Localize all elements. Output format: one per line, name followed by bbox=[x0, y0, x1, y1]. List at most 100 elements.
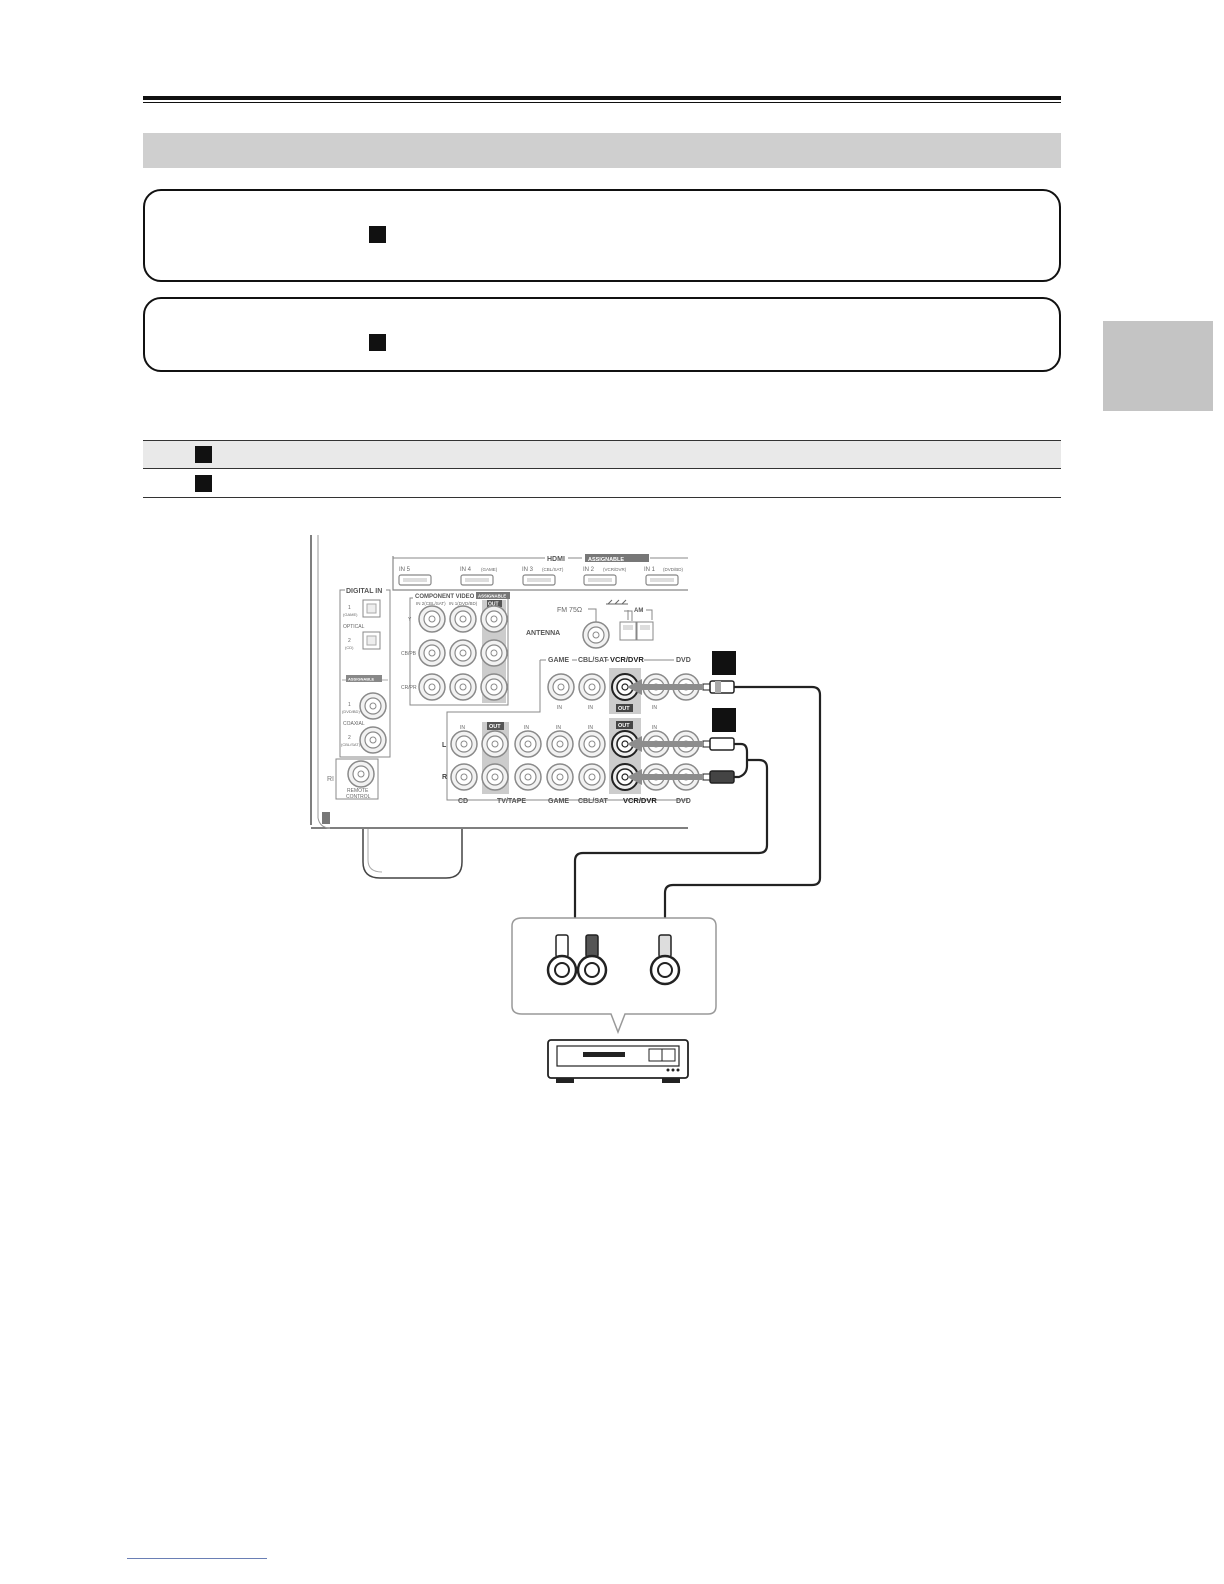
note-box-a bbox=[143, 189, 1061, 282]
hdmi-in1-sub: (DVD/BD) bbox=[663, 567, 684, 572]
component-in2-label: IN 2(CBL/SAT) bbox=[416, 601, 446, 606]
footer-link[interactable] bbox=[127, 1558, 267, 1559]
audio-cblsat-in-label: IN bbox=[588, 725, 593, 731]
video-game-label: GAME bbox=[548, 657, 569, 664]
component-out-cr-jack bbox=[480, 673, 508, 701]
ri-label: RI bbox=[327, 776, 334, 783]
hdmi-in4-label: IN 4 bbox=[460, 567, 472, 573]
component-cb-label: CB/PB bbox=[401, 651, 417, 657]
hdmi-in2-label: IN 2 bbox=[583, 567, 595, 573]
audio-game-in-label: IN bbox=[556, 725, 561, 731]
hdmi-in1-label: IN 1 bbox=[644, 567, 656, 573]
receiver-rear-panel: HDMI ASSIGNABLE IN 5 IN 4 (GAME) IN 3 (C… bbox=[310, 535, 700, 879]
optical-2-sub: (CD) bbox=[345, 645, 354, 650]
audio-game-r-jack bbox=[546, 763, 574, 791]
component-in2-y-jack bbox=[418, 605, 446, 633]
header-rule-thin bbox=[143, 102, 1061, 103]
component-cr-label: CR/PR bbox=[401, 685, 417, 691]
video-cblsat-label: CBL/SAT bbox=[578, 657, 609, 664]
coaxial-label: COAXIAL bbox=[343, 721, 365, 727]
audio-vcrdvr-in-label: IN bbox=[652, 725, 657, 731]
hdmi-in3-label: IN 3 bbox=[522, 567, 534, 573]
audio-game-l-jack bbox=[546, 730, 574, 758]
table-mid-line bbox=[143, 468, 1061, 469]
audio-vcrdvr-out-label: OUT bbox=[618, 723, 630, 729]
remote-control-label-2: CONTROL bbox=[346, 794, 371, 800]
audio-tvtape-in-r-jack bbox=[514, 763, 542, 791]
audio-dvd-label: DVD bbox=[676, 798, 691, 805]
marker-square-a bbox=[369, 226, 386, 243]
audio-cd-r-jack bbox=[450, 763, 478, 791]
optical-1-sub: (GAME) bbox=[343, 612, 358, 617]
audio-right-label: R bbox=[442, 774, 447, 781]
hdmi-in4-port bbox=[460, 574, 494, 586]
hdmi-in1-port bbox=[645, 574, 679, 586]
audio-cblsat-r-jack bbox=[578, 763, 606, 791]
audio-vcrdvr-label: VCR/DVR bbox=[623, 796, 657, 805]
section-heading-bar bbox=[143, 133, 1061, 168]
video-dvd-label: DVD bbox=[676, 657, 691, 664]
component-in2-cr-jack bbox=[418, 673, 446, 701]
video-vcrdvr-in-label: IN bbox=[652, 705, 657, 711]
vcr-dvr-device-icon bbox=[547, 1039, 689, 1083]
hdmi-label: HDMI bbox=[547, 556, 565, 563]
fm-antenna-jack bbox=[582, 621, 610, 649]
component-assignable-label: ASSIGNABLE bbox=[478, 594, 506, 599]
video-game-in-label: IN bbox=[557, 705, 562, 711]
audio-tvtape-in-label: IN bbox=[524, 725, 529, 731]
audio-tvtape-out-l-jack bbox=[481, 730, 509, 758]
coaxial-1-sub: (DVD/BD) bbox=[342, 709, 360, 714]
video-game-in-jack bbox=[547, 673, 575, 701]
digital-assignable-label: ASSIGNABLE bbox=[348, 677, 375, 682]
audio-tvtape-out-r-jack bbox=[481, 763, 509, 791]
audio-tvtape-out-label: OUT bbox=[489, 724, 501, 730]
component-in2-cb-jack bbox=[418, 639, 446, 667]
component-out-y-jack bbox=[480, 605, 508, 633]
table-bottom-line bbox=[143, 497, 1061, 498]
hdmi-in3-port bbox=[522, 574, 556, 586]
hdmi-in5-port bbox=[398, 574, 432, 586]
component-y-label: Y bbox=[408, 617, 412, 623]
component-in1-y-jack bbox=[449, 605, 477, 633]
video-vcrdvr-label: VCR/DVR bbox=[610, 655, 644, 664]
remote-control-jack bbox=[347, 760, 375, 788]
signal-arrows bbox=[627, 679, 702, 785]
table-row-marker-b bbox=[195, 475, 212, 492]
header-rule-thick bbox=[143, 96, 1061, 100]
component-out-label: OUT bbox=[488, 602, 499, 608]
coaxial-2-jack bbox=[359, 726, 387, 754]
audio-cd-in-label: IN bbox=[460, 725, 465, 731]
hdmi-in3-sub: (CBL/SAT) bbox=[542, 567, 564, 572]
remote-control-label: REMOTE bbox=[347, 788, 369, 794]
video-cblsat-in-label: IN bbox=[588, 705, 593, 711]
coaxial-1-jack bbox=[359, 692, 387, 720]
video-cblsat-in-jack bbox=[578, 673, 606, 701]
optical-1-label: 1 bbox=[348, 605, 351, 611]
component-out-cb-jack bbox=[480, 639, 508, 667]
digital-in-label: DIGITAL IN bbox=[346, 588, 382, 595]
coaxial-2-sub: (CBL/SAT) bbox=[341, 742, 361, 747]
table-top-line bbox=[143, 440, 1061, 441]
audio-game-label: GAME bbox=[548, 798, 569, 805]
table-row-marker-a bbox=[195, 446, 212, 463]
table-row-header-shade bbox=[143, 441, 1061, 468]
audio-cd-label: CD bbox=[458, 798, 468, 805]
marker-square-b bbox=[369, 334, 386, 351]
chapter-side-tab bbox=[1103, 321, 1213, 411]
audio-cblsat-label: CBL/SAT bbox=[578, 798, 609, 805]
component-video-label: COMPONENT VIDEO bbox=[415, 594, 475, 600]
hdmi-in2-port bbox=[583, 574, 617, 586]
cables bbox=[560, 685, 822, 935]
coaxial-2-label: 2 bbox=[348, 735, 351, 741]
coaxial-1-label: 1 bbox=[348, 702, 351, 708]
vcr-dvr-device-callout bbox=[511, 917, 717, 1035]
audio-tvtape-label: TV/TAPE bbox=[497, 798, 526, 805]
antenna-label: ANTENNA bbox=[526, 630, 560, 637]
component-in1-label: IN 1(DVD/BD) bbox=[449, 601, 478, 606]
am-label: AM bbox=[634, 608, 643, 614]
audio-cblsat-l-jack bbox=[578, 730, 606, 758]
cable-plugs-receiver bbox=[702, 680, 735, 784]
audio-cd-l-jack bbox=[450, 730, 478, 758]
video-vcrdvr-out-label: OUT bbox=[618, 706, 630, 712]
